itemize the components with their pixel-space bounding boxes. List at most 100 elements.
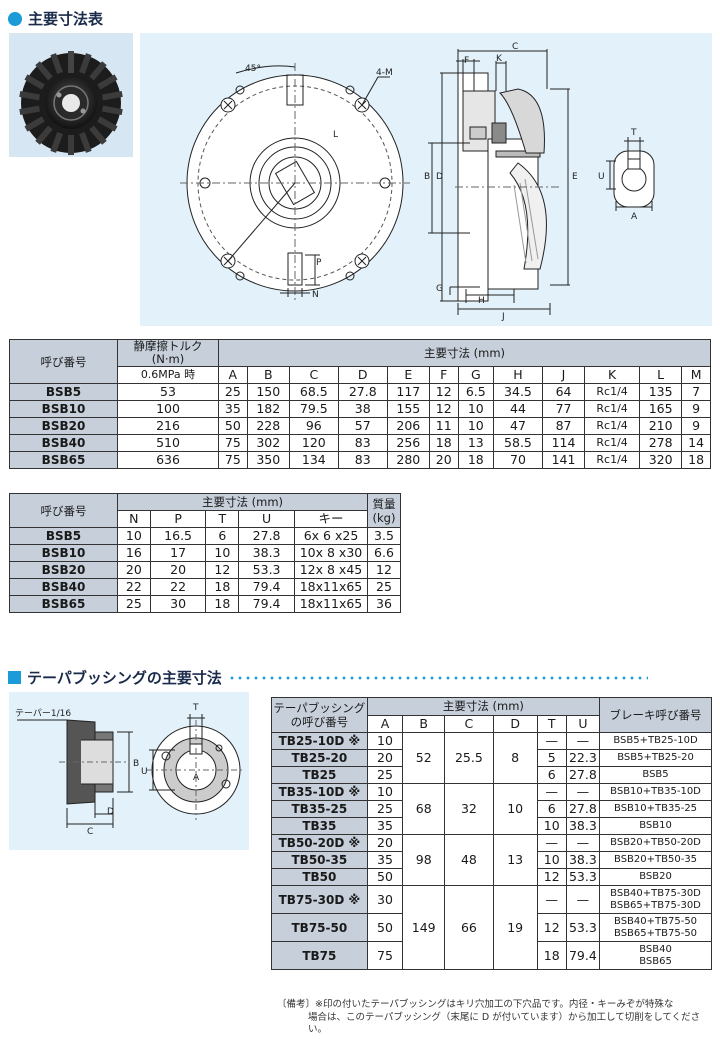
cell: 38.3 <box>565 817 601 835</box>
table-row: BSB5 53 25 150 68.5 27.8 117 12 6.5 34.5… <box>9 383 711 401</box>
cell: — <box>536 732 567 750</box>
row-name: TB35-10D ※ <box>271 783 368 801</box>
main-dimensions-table: 呼び番号 静摩擦トルク(N·m) 主要寸法 (mm) 0.6MPa 時 A B … <box>9 339 711 469</box>
cell: 48 <box>444 834 494 886</box>
cell: 510 <box>117 434 219 452</box>
cell: 38.3 <box>238 544 295 562</box>
cell: 20 <box>366 749 404 767</box>
cell: BSB10+TB35-25 <box>599 800 712 818</box>
cell: 228 <box>246 417 290 435</box>
cell: — <box>536 885 567 914</box>
row-name: TB75-50 <box>271 913 368 942</box>
row-name: TB25 <box>271 766 368 784</box>
col-header: H <box>493 366 543 384</box>
label-d-front: D <box>436 172 443 182</box>
cell: 66 <box>444 885 494 970</box>
row-name: TB50-20D ※ <box>271 834 368 852</box>
cell: 320 <box>639 451 683 469</box>
cell: 35 <box>366 851 404 869</box>
label-d: D <box>107 807 114 817</box>
cell: Rc1/4 <box>584 383 641 401</box>
cell: 34.5 <box>493 383 543 401</box>
cell: 75 <box>218 434 248 452</box>
table-row: TB35 35 10 38.3 BSB10 <box>271 817 712 835</box>
header-mass: 質量(kg) <box>367 493 401 528</box>
col-header: D <box>492 714 538 733</box>
cell: 22 <box>149 578 207 596</box>
cell: 30 <box>149 595 207 613</box>
cell: 27.8 <box>238 527 295 545</box>
label-l: L <box>333 130 338 140</box>
table-row: BSB40 22 22 18 79.4 18x11x65 25 <box>9 578 401 596</box>
section-title: テーパブッシングの主要寸法 <box>27 669 222 687</box>
row-name: TB75-30D ※ <box>271 885 368 914</box>
cell: 10x 8 x30 <box>294 544 368 562</box>
col-header: B <box>402 714 446 733</box>
brake-line: BSB65+TB75-30D <box>610 899 701 911</box>
shaft-dimensions-table: 呼び番号 主要寸法 (mm) 質量(kg) N P T U キー BSB5 10… <box>9 493 401 613</box>
cell: 17 <box>149 544 207 562</box>
table-row: TB50 50 12 53.3 BSB20 <box>271 868 712 886</box>
cell: — <box>565 885 601 914</box>
col-header: P <box>149 510 207 528</box>
cell: 18 <box>536 941 567 970</box>
row-name: BSB20 <box>9 417 118 435</box>
cell: 10 <box>457 400 495 418</box>
cell: 70 <box>493 451 543 469</box>
cell: 20 <box>117 561 151 579</box>
label-h: H <box>478 296 485 306</box>
bullet-icon <box>8 11 22 26</box>
cell: 68 <box>402 783 446 835</box>
cell: BSB10 <box>599 817 712 835</box>
brake-line: BSB40+TB75-50 <box>614 915 698 927</box>
row-name: TB50-35 <box>271 851 368 869</box>
cell: 9 <box>681 400 711 418</box>
cell: 13 <box>492 834 538 886</box>
cell: 10 <box>366 732 404 750</box>
cell: 25 <box>117 595 151 613</box>
note-line-2: 場合は、このテーパブッシング（末尾に D が付いています）から加工して切削をして… <box>308 1011 701 1036</box>
cell: 52 <box>402 732 446 784</box>
cell: 210 <box>639 417 683 435</box>
bullet-square-icon <box>8 671 21 684</box>
cell: 79.5 <box>288 400 339 418</box>
section-title: 主要寸法表 <box>28 10 104 28</box>
col-header: キー <box>294 510 368 528</box>
cell: — <box>565 732 601 750</box>
cell: 216 <box>117 417 219 435</box>
col-header: F <box>428 366 459 384</box>
brake-line: BSB40+TB75-30D <box>610 887 701 899</box>
row-name: BSB40 <box>9 434 118 452</box>
cell: 134 <box>288 451 339 469</box>
cell: 16 <box>117 544 151 562</box>
row-name: BSB40 <box>9 578 118 596</box>
cell: 22.3 <box>565 749 601 767</box>
cell: 12x 8 x45 <box>294 561 368 579</box>
row-name: TB25-10D ※ <box>271 732 368 750</box>
cell: 18x11x65 <box>294 595 368 613</box>
header-pressure: 0.6MPa 時 <box>117 366 219 384</box>
cell: 27.8 <box>337 383 388 401</box>
col-header: K <box>584 366 641 384</box>
label-p: P <box>316 258 322 268</box>
cell: 12 <box>367 561 401 579</box>
table-row: BSB10 16 17 10 38.3 10x 8 x30 6.6 <box>9 544 401 562</box>
cell: 12 <box>205 561 240 579</box>
brake-line: BSB65+TB75-50 <box>614 927 698 939</box>
product-photo <box>9 33 133 157</box>
label-angle: 45° <box>245 64 261 74</box>
header-brake: ブレーキ呼び番号 <box>599 697 712 733</box>
cell: 120 <box>288 434 339 452</box>
row-name: BSB65 <box>9 451 118 469</box>
cell: Rc1/4 <box>584 417 641 435</box>
cell: 155 <box>386 400 430 418</box>
row-name: BSB65 <box>9 595 118 613</box>
cell: 302 <box>246 434 290 452</box>
cell: BSB5+TB25-20 <box>599 749 712 767</box>
cell: Rc1/4 <box>584 434 641 452</box>
header-name: 呼び番号 <box>9 339 118 384</box>
taper-bushing-table: テーパブッシングの呼び番号 主要寸法 (mm) ブレーキ呼び番号 A B C D… <box>271 697 712 970</box>
cell: 10 <box>366 783 404 801</box>
